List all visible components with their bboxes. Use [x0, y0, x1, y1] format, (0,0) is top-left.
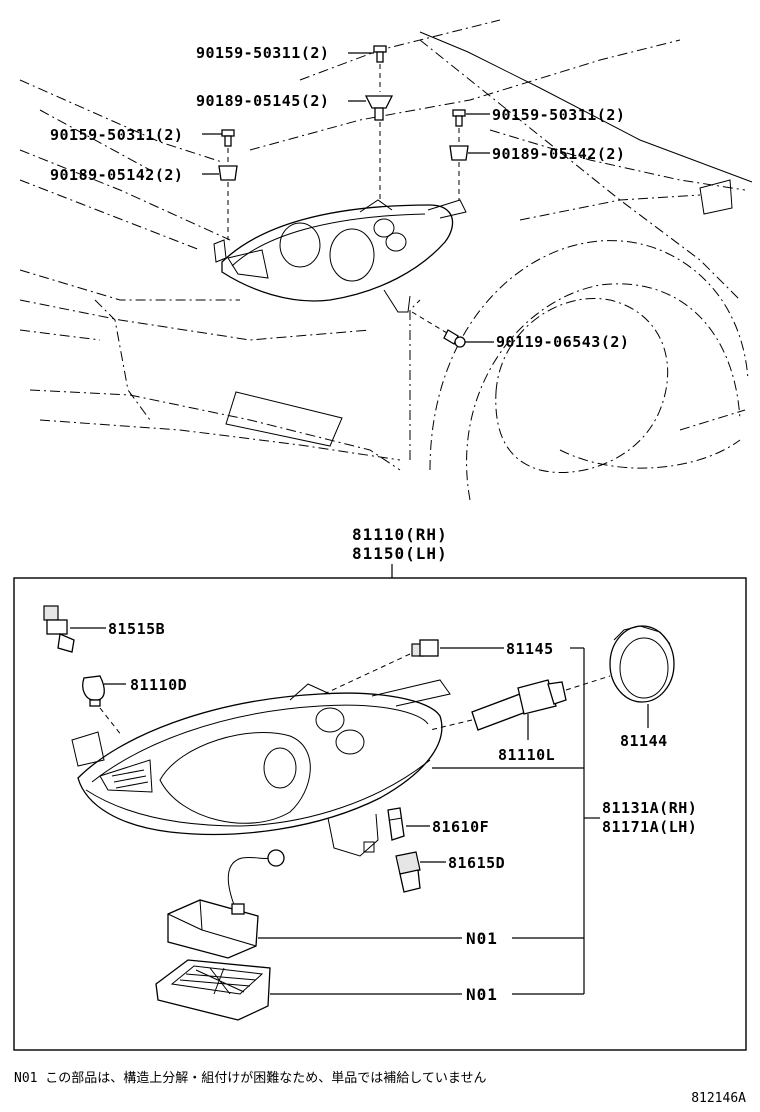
callout-part-number: 90159-50311(2): [50, 126, 183, 144]
bulb-icon: [411, 639, 439, 657]
callout-part-number: 90119-06543(2): [496, 333, 629, 351]
bolt-icon: [443, 329, 466, 348]
exploded-headlamp: 81515B 81110D 81145: [43, 605, 697, 1021]
part-label-81515b: 81515B: [108, 620, 165, 638]
bulb-icon: [387, 807, 405, 841]
nut-icon: [218, 165, 238, 181]
dust-cap-icon: [609, 625, 675, 703]
part-label-n01-upper: N01: [466, 929, 498, 948]
part-label-81144: 81144: [620, 732, 668, 750]
footnote-text: N01 この部品は、構造上分解・組付けが困難なため、単品では補給していません: [14, 1070, 487, 1086]
car-front-illustration: [19, 19, 753, 501]
diagram-id: 812146A: [691, 1091, 746, 1106]
bolt-icon: [452, 109, 466, 127]
callout-part-number: 90189-05142(2): [492, 145, 625, 163]
part-label-n01-lower: N01: [466, 985, 498, 1004]
top-fasteners: [218, 45, 469, 348]
ballast-icon: [167, 849, 285, 959]
assembly-header: 81110(RH) 81150(LH): [352, 525, 448, 578]
assembly-lh-label: 81150(LH): [352, 544, 448, 563]
part-label-81171a: 81171A(LH): [602, 818, 697, 836]
callout-part-number: 90159-50311(2): [196, 44, 329, 62]
nut-icon: [449, 145, 469, 161]
part-label-81131a: 81131A(RH): [602, 799, 697, 817]
clip-icon: [364, 95, 394, 121]
assembly-rh-label: 81110(RH): [352, 525, 448, 544]
callout-part-number: 90189-05142(2): [50, 166, 183, 184]
part-label-81145: 81145: [506, 640, 554, 658]
igniter-icon: [155, 959, 271, 1021]
part-label-81610f: 81610F: [432, 818, 489, 836]
part-label-81615d: 81615D: [448, 854, 505, 872]
assembly-box: [13, 577, 747, 1051]
callout-part-number: 90159-50311(2): [492, 106, 625, 124]
hid-bulb-icon: [471, 679, 567, 731]
bulb-icon: [82, 675, 105, 707]
part-label-81110l: 81110L: [498, 746, 555, 764]
part-label-81110d: 81110D: [130, 676, 187, 694]
bolt-icon: [373, 45, 387, 63]
callout-part-number: 90189-05145(2): [196, 92, 329, 110]
bolt-icon: [221, 129, 235, 147]
socket-icon: [43, 605, 75, 653]
top-callouts: 90159-50311(2) 90189-05145(2) 90159-5031…: [50, 44, 629, 351]
socket-icon: [395, 851, 421, 893]
